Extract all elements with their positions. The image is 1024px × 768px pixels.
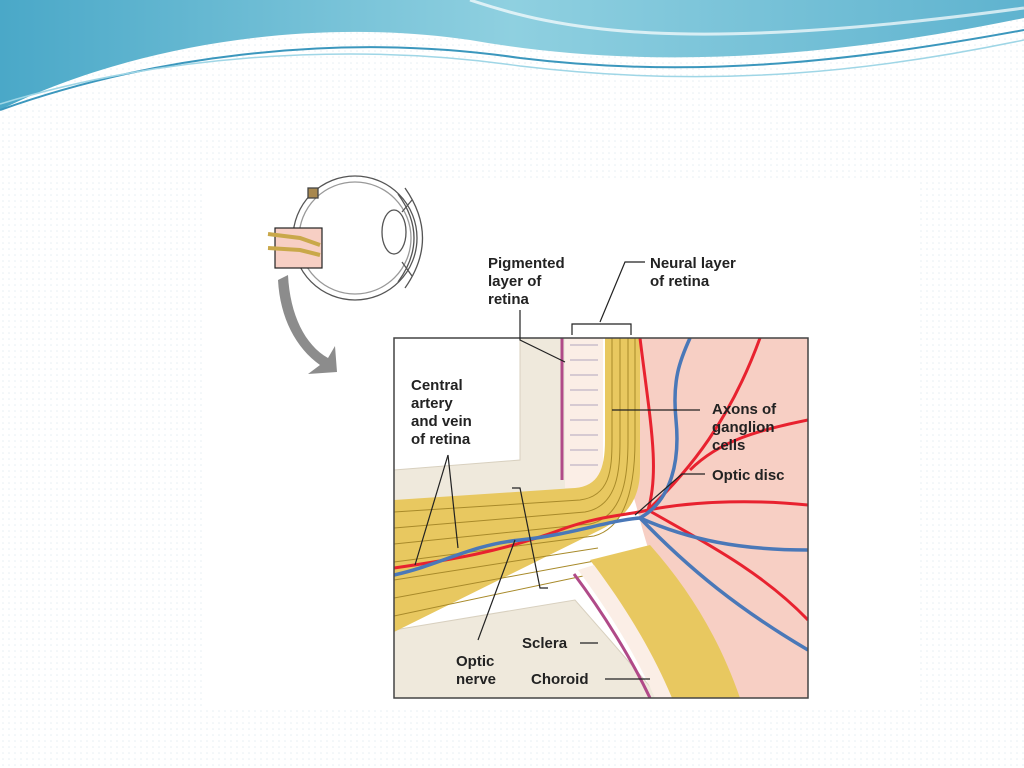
header-banner [0, 0, 1024, 111]
detail-frame [393, 337, 809, 699]
label-optic-nerve: Optic nerve [456, 653, 499, 688]
label-central-artery-vein: Central artery and vein of retina [411, 377, 476, 448]
label-axons-ganglion: Axons of ganglion cells [712, 401, 780, 454]
label-pigmented-layer: Pigmented layer of retina [488, 255, 569, 308]
leader-lines [414, 261, 705, 680]
label-choroid: Choroid [531, 671, 589, 688]
eyeball-overview [267, 175, 424, 301]
zoom-arrow [278, 275, 337, 374]
label-neural-layer: Neural layer of retina [650, 255, 740, 290]
label-sclera: Sclera [522, 635, 568, 652]
label-optic-disc: Optic disc [712, 467, 785, 484]
retina-detail [393, 337, 809, 699]
diagram-labels: Pigmented layer of retina Neural layer o… [411, 255, 785, 688]
